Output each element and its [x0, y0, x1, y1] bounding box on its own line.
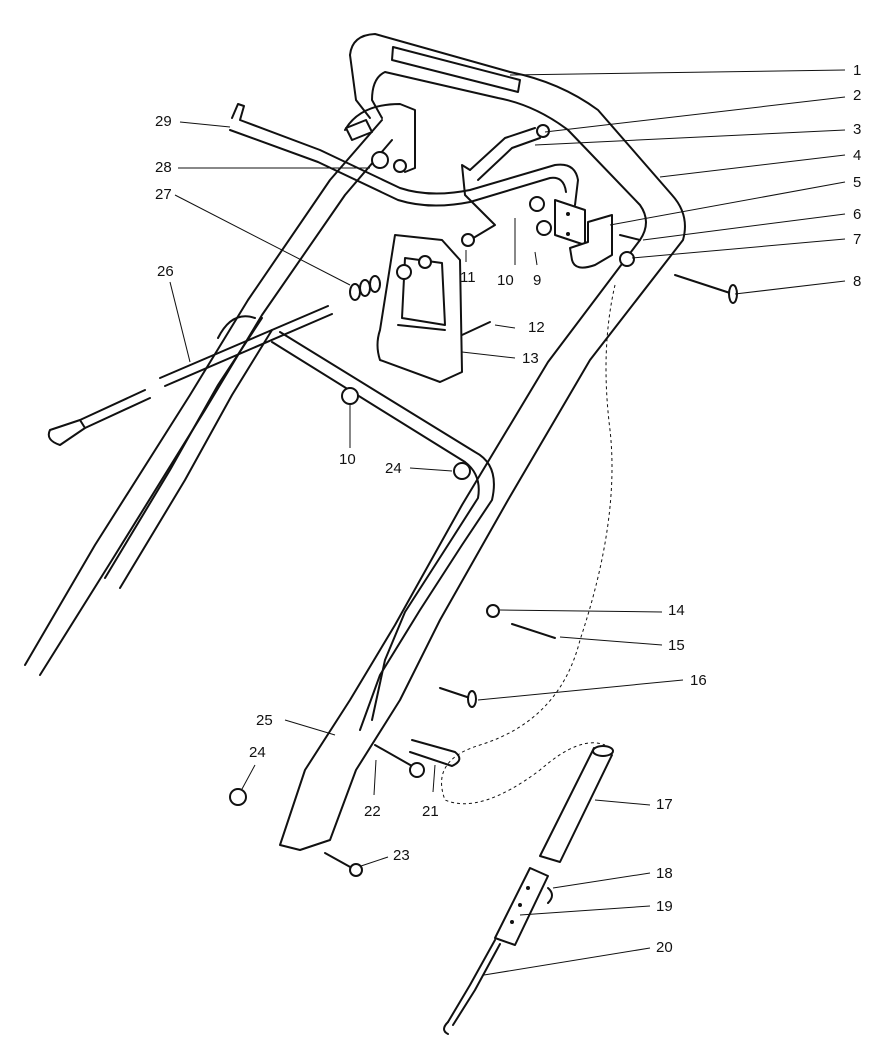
- control-rod: [461, 127, 541, 241]
- washer: [486, 604, 500, 618]
- callout-15: 15: [668, 637, 685, 654]
- callout-2: 2: [853, 87, 862, 104]
- callout-25: 25: [256, 712, 273, 729]
- callout-21: 21: [422, 803, 439, 820]
- hex-bolt: [324, 852, 353, 869]
- shift-rod: [47, 305, 333, 446]
- hex-nut: [229, 788, 247, 806]
- callout-9: 9: [533, 272, 542, 289]
- cable-clamp: [409, 739, 461, 767]
- callout-27: 27: [155, 186, 172, 203]
- grip-assembly: [443, 745, 614, 1035]
- callout-6: 6: [853, 206, 862, 223]
- control-bail: [229, 103, 579, 207]
- callout-20: 20: [656, 939, 673, 956]
- callout-19: 19: [656, 898, 673, 915]
- callout-13: 13: [522, 350, 539, 367]
- callout-18: 18: [656, 865, 673, 882]
- bolt-head: [349, 863, 363, 877]
- control-cable: [441, 284, 616, 805]
- callout-10-upper: 10: [497, 272, 514, 289]
- callout-5: 5: [853, 174, 862, 191]
- screw: [461, 321, 491, 336]
- callout-11: 11: [460, 269, 476, 286]
- bracket: [529, 124, 641, 269]
- callout-12: 12: [528, 319, 545, 336]
- callout-10-lower: 10: [339, 451, 356, 468]
- hex-nut: [341, 387, 359, 405]
- callout-28: 28: [155, 159, 172, 176]
- tapping-screw: [511, 623, 556, 639]
- callout-14: 14: [668, 602, 685, 619]
- callout-26: 26: [157, 263, 174, 280]
- leader-lines: [169, 69, 846, 976]
- callout-4: 4: [853, 147, 862, 164]
- hex-bolt: [374, 744, 413, 767]
- cable-guide: [376, 233, 475, 383]
- spring: [349, 264, 412, 301]
- bolt-head: [467, 690, 477, 708]
- callout-3: 3: [853, 121, 862, 138]
- callout-22: 22: [364, 803, 381, 820]
- callout-29: 29: [155, 113, 172, 130]
- upper-handle: [279, 33, 686, 851]
- bolt-head: [409, 762, 425, 778]
- callout-8: 8: [853, 273, 862, 290]
- lower-handle: [24, 119, 495, 731]
- callout-24-lower: 24: [249, 744, 266, 761]
- callout-17: 17: [656, 796, 673, 813]
- hex-nut: [453, 462, 471, 480]
- callout-24-upper: 24: [385, 460, 402, 477]
- carriage-bolt: [439, 687, 471, 699]
- callout-1: 1: [853, 62, 862, 79]
- callout-7: 7: [853, 231, 862, 248]
- callout-23: 23: [393, 847, 410, 864]
- carriage-bolt: [674, 274, 738, 304]
- callout-16: 16: [690, 672, 707, 689]
